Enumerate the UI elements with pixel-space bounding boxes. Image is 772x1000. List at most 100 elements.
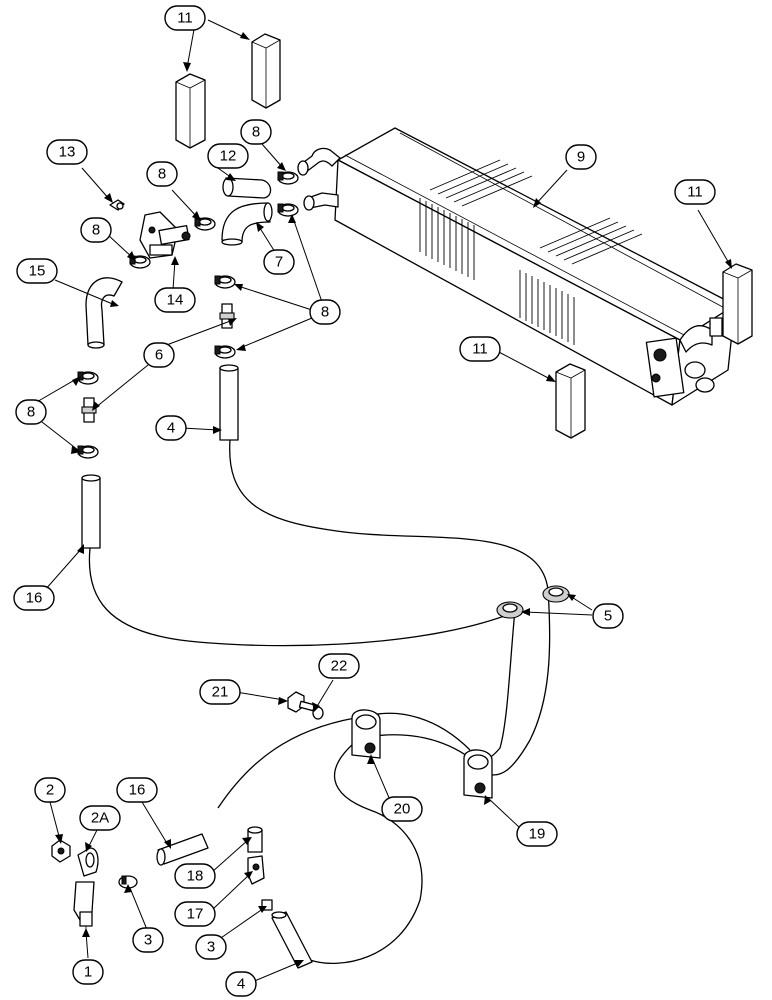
callout-20: 20 xyxy=(381,796,423,822)
hose-4-upper xyxy=(219,364,239,441)
callout-17: 17 xyxy=(174,901,216,927)
callout-label: 8 xyxy=(158,166,166,183)
hose-bundle-lower xyxy=(367,734,471,759)
bracket-clamp-19 xyxy=(463,749,493,799)
foam-block-11-middle xyxy=(555,363,586,439)
tube-end-2 xyxy=(303,195,315,211)
callout-label: 13 xyxy=(59,144,76,161)
callout-1: 1 xyxy=(72,959,104,985)
callout-6: 6 xyxy=(143,342,175,368)
callout-label: 8 xyxy=(321,304,329,321)
callout-label: 8 xyxy=(252,124,260,141)
callout-label: 11 xyxy=(472,341,488,358)
callout-18: 18 xyxy=(174,863,216,889)
callout-label: 16 xyxy=(26,590,43,607)
callout-4a: 4 xyxy=(155,415,187,441)
callout-label: 11 xyxy=(177,10,193,27)
clamp-8-f xyxy=(214,345,236,359)
callout-8a: 8 xyxy=(240,119,272,145)
callout-8b: 8 xyxy=(146,161,178,187)
callout-label: 1 xyxy=(84,964,92,981)
foam-block-11-right xyxy=(722,263,753,345)
callout-3a: 3 xyxy=(132,927,164,953)
valve-17 xyxy=(247,855,265,885)
callout-2: 2 xyxy=(34,777,66,803)
callout-label: 6 xyxy=(155,347,163,364)
callout-2A: 2A xyxy=(79,805,121,831)
clamp-8-g xyxy=(77,371,99,385)
callout-11b: 11 xyxy=(674,179,716,205)
water-valve-14 xyxy=(139,211,191,259)
callout-label: 3 xyxy=(144,932,152,949)
foam-block-11-top-right xyxy=(251,33,281,109)
callout-label: 5 xyxy=(604,608,612,625)
hose-routing xyxy=(88,439,551,965)
heater-core-fin-lines xyxy=(419,159,643,345)
expansion-valve-cluster xyxy=(645,317,723,398)
callout-9: 9 xyxy=(565,144,597,170)
arrow-heads xyxy=(55,32,732,967)
clamp-3-b xyxy=(261,899,273,911)
callout-label: 16 xyxy=(129,782,146,799)
callout-label: 2 xyxy=(46,782,54,799)
clamp-8-c xyxy=(277,171,299,185)
callout-label: 2A xyxy=(91,810,109,827)
callout-15: 15 xyxy=(16,258,58,284)
grommet-5-b xyxy=(542,585,570,603)
hose-elbow-7 xyxy=(221,202,273,246)
elbow-2A xyxy=(77,847,99,877)
bolt-21 xyxy=(287,691,316,713)
callout-label: 11 xyxy=(687,184,703,201)
hose-4-lower xyxy=(271,911,313,969)
callout-label: 3 xyxy=(207,939,215,956)
clamp-8-e xyxy=(214,275,236,289)
tube-end xyxy=(297,160,309,176)
hose-elbow-15 xyxy=(85,277,123,349)
heater-core-assembly xyxy=(297,127,736,406)
callout-label: 15 xyxy=(29,263,46,280)
bracket-clamp-20 xyxy=(351,709,381,759)
callout-8e: 8 xyxy=(15,399,47,425)
callout-21: 21 xyxy=(199,679,241,705)
hose-16-lower xyxy=(156,833,209,866)
hose-4-lower-route xyxy=(309,737,423,965)
callout-7: 7 xyxy=(263,249,295,275)
callout-label: 7 xyxy=(275,254,283,271)
callout-label: 17 xyxy=(187,906,204,923)
callout-8c: 8 xyxy=(80,217,112,243)
callout-label: 8 xyxy=(92,222,100,239)
callout-16b: 16 xyxy=(116,777,158,803)
hose-12 xyxy=(222,177,272,199)
callout-label: 8 xyxy=(27,404,35,421)
clamp-8-d xyxy=(277,203,299,217)
callout-11a: 11 xyxy=(164,5,206,31)
callout-8d: 8 xyxy=(309,299,341,325)
callout-19: 19 xyxy=(516,821,558,847)
hose-16-lower-route xyxy=(217,717,356,809)
heater-core-edge-line-2 xyxy=(399,132,733,313)
grommet-5-a xyxy=(496,601,524,619)
drain-valve-1 xyxy=(73,881,95,932)
callout-16a: 16 xyxy=(13,585,55,611)
callout-label: 9 xyxy=(577,149,585,166)
hose-16-route xyxy=(88,547,516,647)
clamp-8-b xyxy=(194,217,216,231)
callout-22: 22 xyxy=(318,653,360,679)
fitting-6-lower xyxy=(81,397,97,423)
callout-14: 14 xyxy=(154,287,196,313)
callout-4b: 4 xyxy=(225,971,257,997)
callout-label: 22 xyxy=(331,658,348,675)
callout-3b: 3 xyxy=(195,934,227,960)
callout-11c: 11 xyxy=(459,336,501,362)
fitting-2 xyxy=(51,839,71,863)
hose-16-upper xyxy=(81,474,101,549)
hose-4-upper-route-b xyxy=(469,609,516,762)
callout-13: 13 xyxy=(46,139,88,165)
hose-4-upper-route xyxy=(229,439,551,776)
callout-5: 5 xyxy=(592,603,624,629)
callout-label: 14 xyxy=(167,292,184,309)
callout-label: 12 xyxy=(220,148,237,165)
callout-label: 18 xyxy=(187,868,204,885)
callout-label: 19 xyxy=(529,826,546,843)
clamp-3-a xyxy=(118,875,138,889)
